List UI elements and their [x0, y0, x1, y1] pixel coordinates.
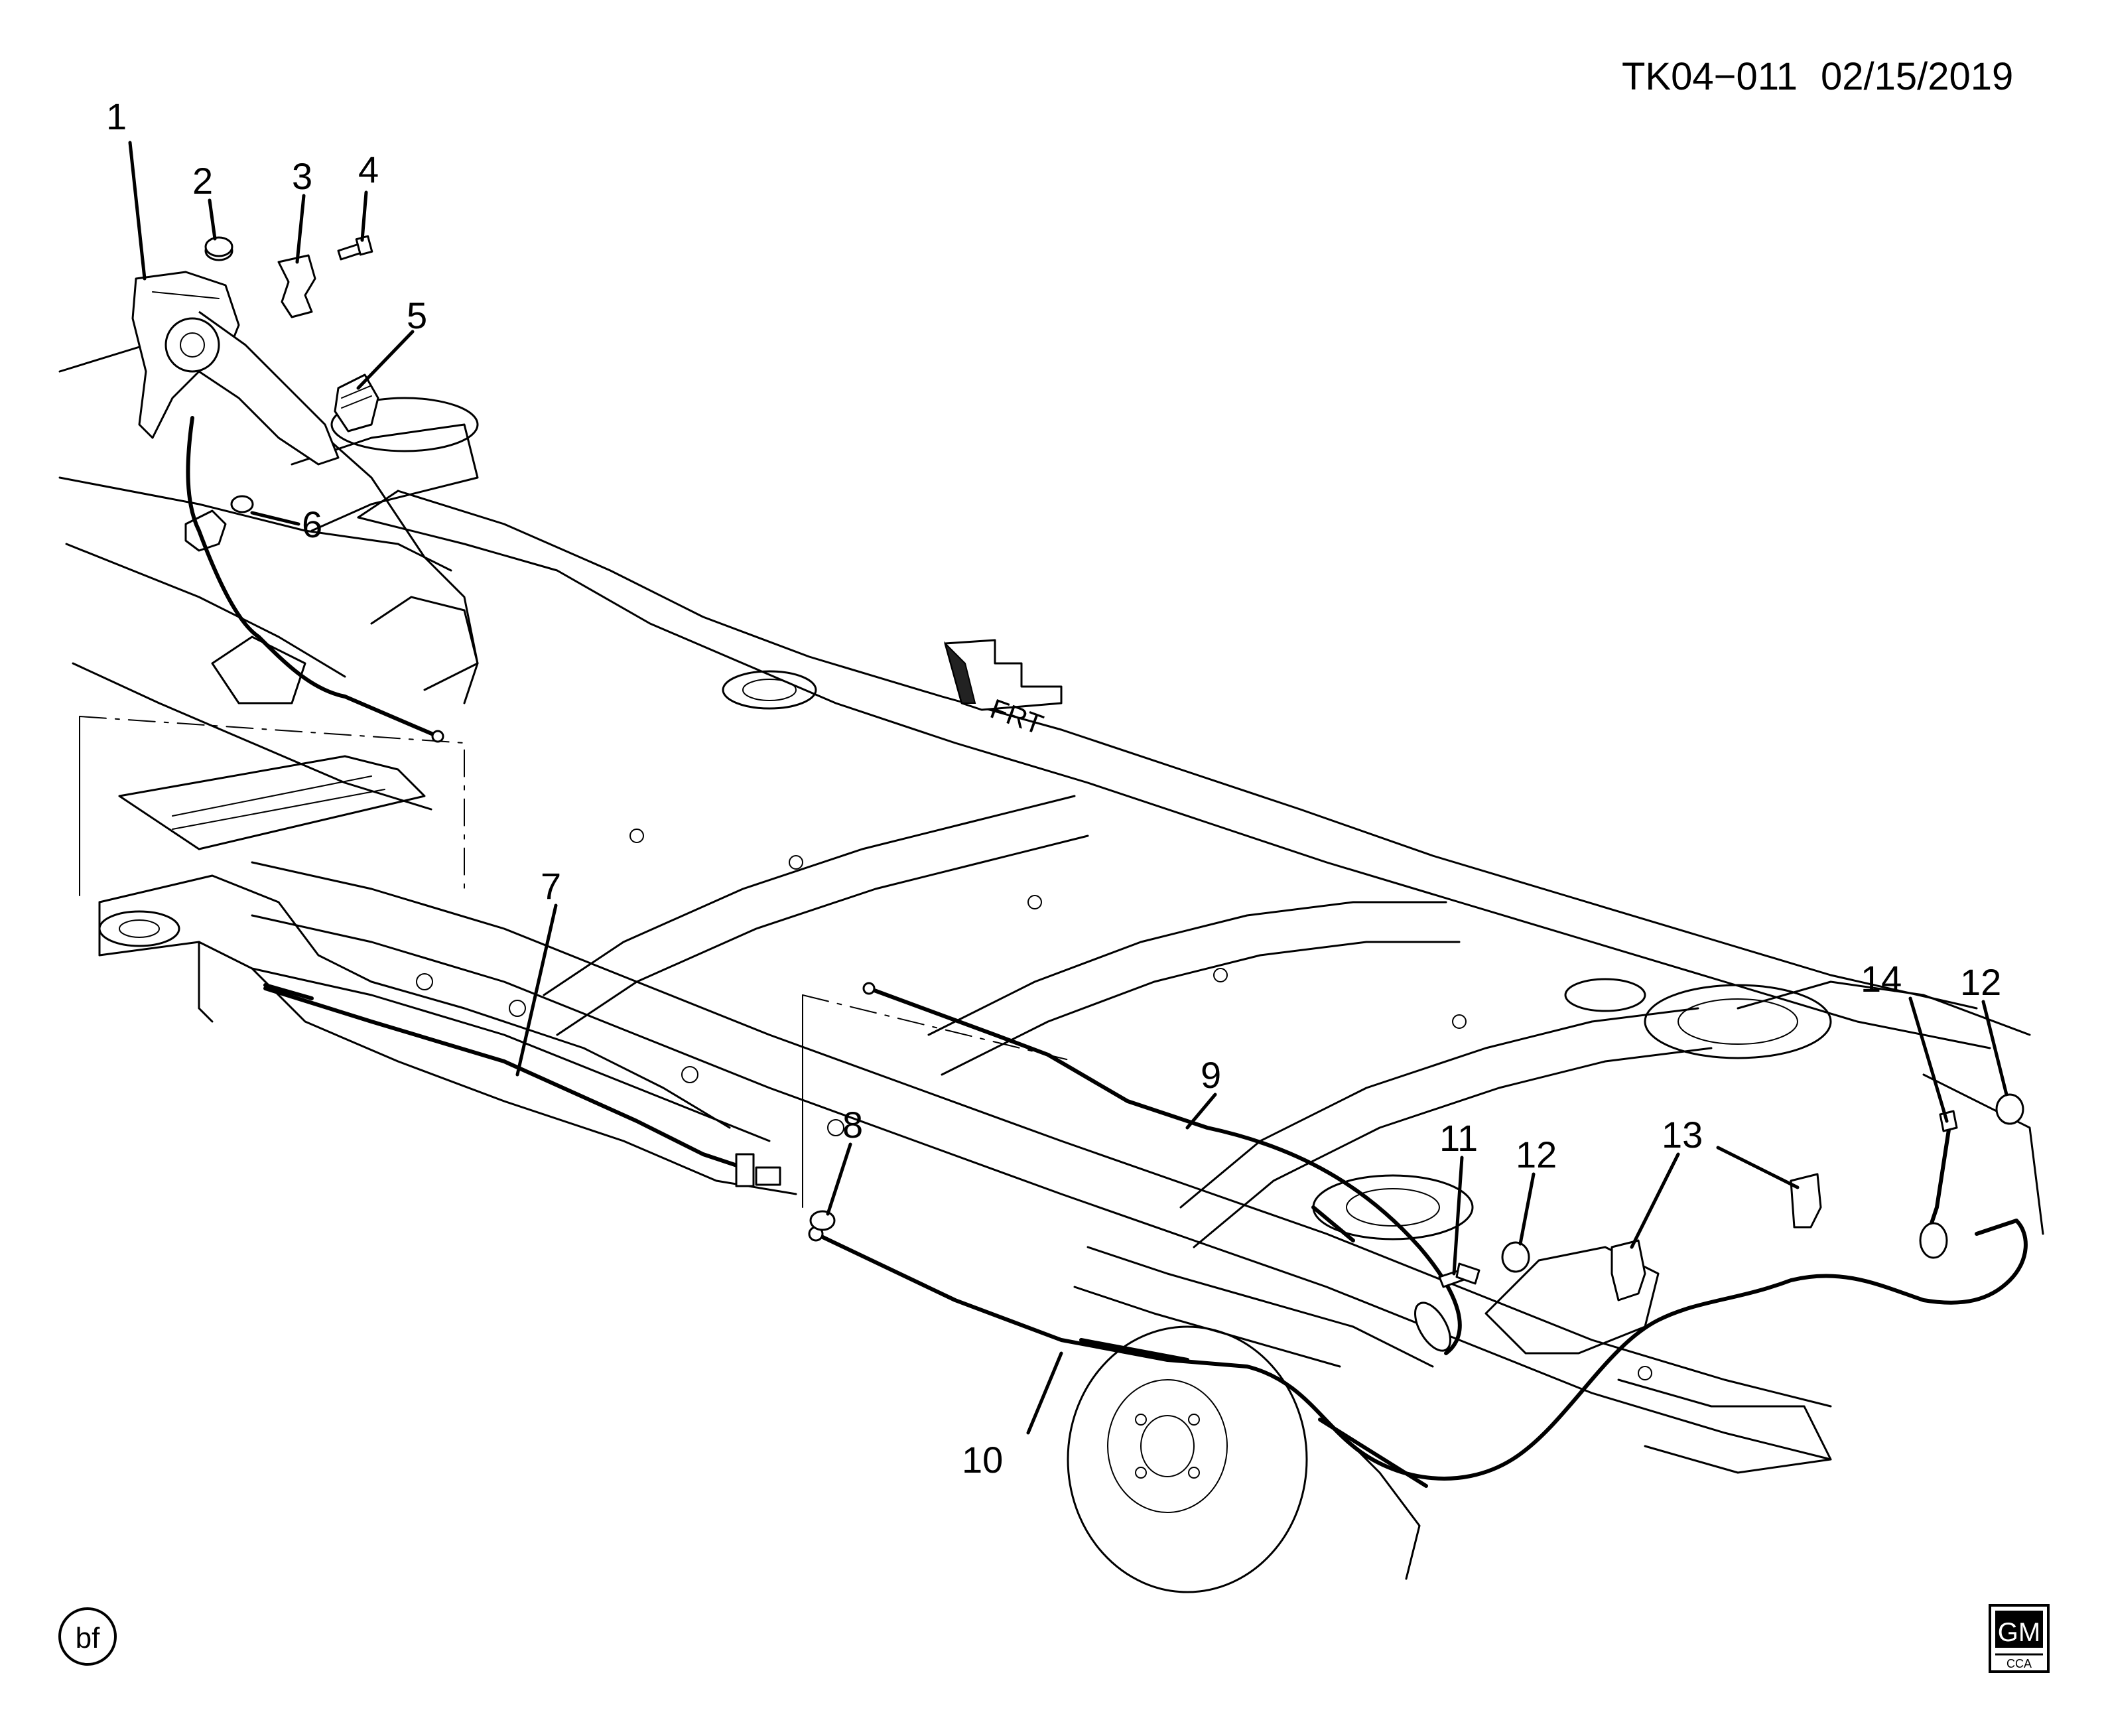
gm-logo-bottom: CCA	[2006, 1657, 2032, 1670]
callout-numbers: 1 2 3 4 5 6 7 8 9 10 11 12 12 13 14	[106, 96, 2001, 1481]
front-direction-arrow: FRT	[944, 639, 1063, 740]
clip-13-left	[1611, 1239, 1646, 1302]
nut-2	[204, 236, 233, 261]
pedal-pad-5	[334, 373, 379, 433]
bf-mark: bf	[58, 1607, 117, 1666]
leader-lines	[128, 141, 2008, 1435]
vehicle-frame	[58, 344, 2044, 1593]
intermediate-cable-7	[263, 983, 781, 1187]
callout-8: 8	[842, 1104, 863, 1146]
grommet-12-left	[1501, 1241, 1530, 1273]
callout-13: 13	[1662, 1114, 1703, 1156]
callout-4: 4	[358, 149, 379, 190]
callout-14: 14	[1861, 958, 1902, 1000]
callout-1: 1	[106, 96, 127, 137]
gm-logo-top: GM	[1998, 1618, 2040, 1647]
callout-5: 5	[407, 295, 427, 336]
rear-cable-9	[862, 982, 1462, 1355]
callout-7: 7	[541, 865, 561, 907]
parking-brake-pedal-assembly	[131, 271, 340, 466]
bracket-14	[1919, 1110, 1958, 1259]
diagram-code: TK04−011	[1622, 55, 1798, 98]
front-cable	[186, 416, 444, 743]
diagram-date: 02/15/2019	[1821, 55, 2013, 98]
clip-11	[1438, 1262, 1480, 1288]
bolt-4	[337, 235, 373, 261]
callout-12-left: 12	[1516, 1134, 1557, 1175]
gm-logo: GM CCA	[1989, 1604, 2050, 1673]
callout-11: 11	[1439, 1117, 1478, 1159]
callout-6: 6	[302, 503, 322, 545]
callout-2: 2	[192, 160, 213, 202]
grommet-12-right	[1995, 1093, 2024, 1125]
callout-10: 10	[962, 1439, 1003, 1481]
callout-12-right: 12	[1960, 961, 2001, 1003]
nut-6	[230, 495, 254, 513]
callout-3: 3	[292, 155, 312, 197]
bf-mark-text: bf	[76, 1622, 100, 1654]
bracket-3	[277, 254, 316, 318]
clip-13-right	[1790, 1173, 1822, 1229]
callout-9: 9	[1201, 1054, 1221, 1096]
retainer-8	[809, 1210, 836, 1231]
